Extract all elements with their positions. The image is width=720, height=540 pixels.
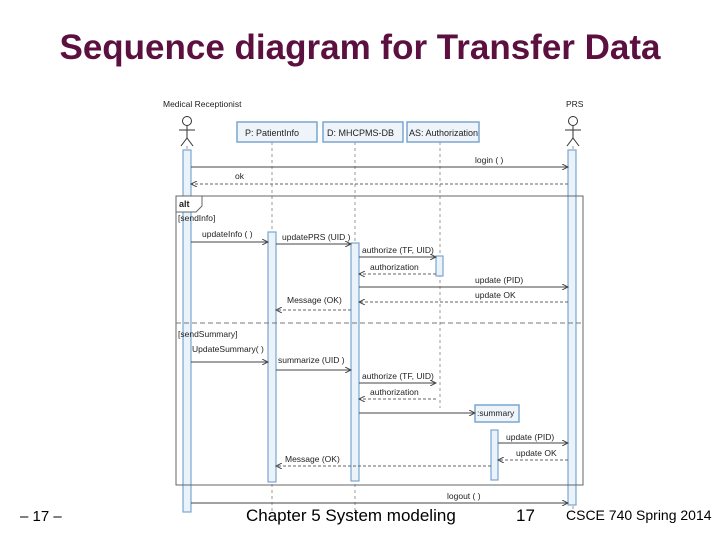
alt-guard-sendsummary: [sendSummary] bbox=[178, 329, 238, 339]
object-mhcpms-db: D: MHCPMS-DB bbox=[322, 121, 404, 143]
actor-head-icon bbox=[568, 116, 578, 126]
message-update-pid-1: update (PID) bbox=[475, 275, 523, 285]
message-authorize-2: authorize (TF, UID) bbox=[362, 371, 434, 381]
object-patientinfo: P: PatientInfo bbox=[236, 121, 318, 143]
message-authorization-2: authorization bbox=[370, 387, 419, 397]
activation-bars bbox=[182, 149, 577, 513]
message-authorize-1: authorize (TF, UID) bbox=[362, 245, 434, 255]
actor-label-prs: PRS bbox=[566, 99, 584, 109]
message-summarize: summarize (UID ) bbox=[278, 355, 345, 365]
message-logout: logout ( ) bbox=[447, 491, 481, 501]
message-authorization-1: authorization bbox=[370, 262, 419, 272]
slide-title: Sequence diagram for Transfer Data bbox=[59, 28, 661, 67]
alt-operator-label: alt bbox=[179, 199, 190, 209]
object-label-mhcpms: D: MHCPMS-DB bbox=[327, 128, 394, 138]
message-login: login ( ) bbox=[475, 155, 504, 165]
message-update-ok-1: update OK bbox=[475, 290, 516, 300]
object-label-patientinfo: P: PatientInfo bbox=[245, 128, 299, 138]
actor-label-receptionist: Medical Receptionist bbox=[163, 99, 242, 109]
message-updatesummary: UpdateSummary( ) bbox=[192, 344, 264, 354]
message-ok-1: Message (OK) bbox=[287, 295, 342, 305]
actor-prs: PRS bbox=[565, 99, 584, 147]
object-label-authorization: AS: Authorization bbox=[409, 128, 478, 138]
message-update-ok-2: update OK bbox=[516, 448, 557, 458]
messages: login ( ) ok updateInfo ( ) updatePRS (U… bbox=[191, 155, 568, 503]
footer-chapter: Chapter 5 System modeling bbox=[246, 506, 456, 525]
alt-guard-sendinfo: [sendInfo] bbox=[178, 213, 215, 223]
object-summary: :summary bbox=[474, 404, 520, 423]
alt-fragment: alt [sendInfo] [sendSummary] bbox=[175, 195, 584, 486]
footer-slide-number-left: – 17 – bbox=[20, 508, 62, 525]
message-ok-2: Message (OK) bbox=[285, 454, 340, 464]
message-updateprs: updatePRS (UID ) bbox=[282, 232, 351, 242]
object-authorization: AS: Authorization bbox=[406, 121, 480, 143]
actor-medical-receptionist: Medical Receptionist bbox=[163, 99, 242, 147]
message-updateinfo: updateInfo ( ) bbox=[202, 229, 253, 239]
object-label-summary: :summary bbox=[477, 408, 515, 418]
footer-course: CSCE 740 Spring 2014 bbox=[566, 507, 712, 523]
message-ok: ok bbox=[235, 171, 245, 181]
footer-page-number: 17 bbox=[516, 506, 535, 525]
actor-head-icon bbox=[182, 116, 192, 126]
message-update-pid-2: update (PID) bbox=[506, 432, 554, 442]
